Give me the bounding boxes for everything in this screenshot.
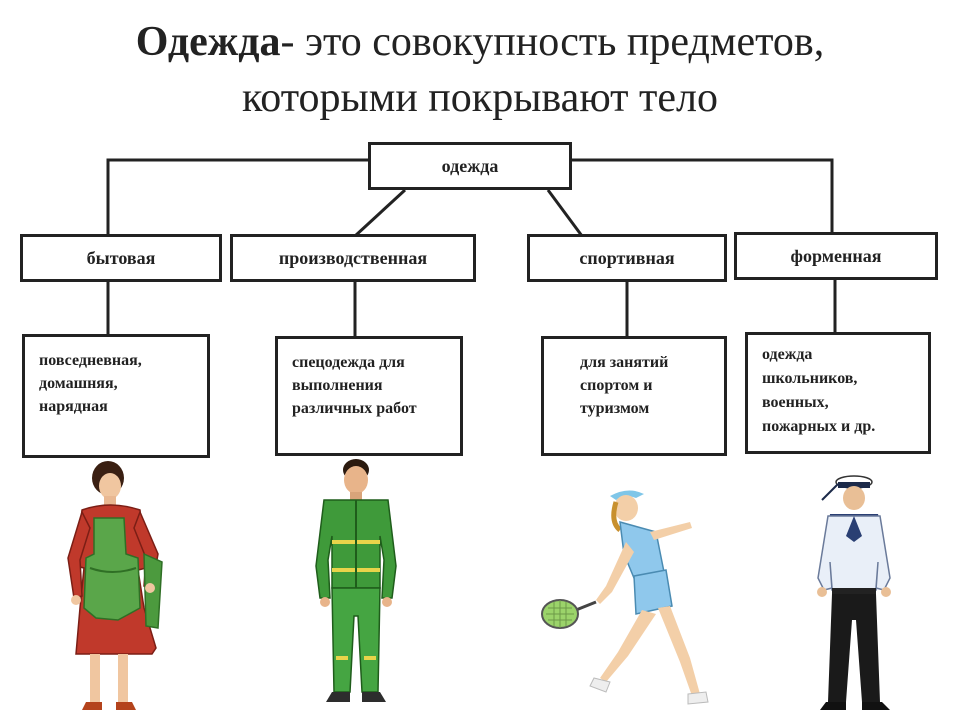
worker-illustration — [315, 459, 397, 702]
description-line: нарядная — [39, 398, 108, 415]
description-line: военных, — [762, 394, 829, 411]
description-proizvodstvennaya: спецодежда для выполнения различных рабо… — [275, 336, 463, 456]
category-formennaya: форменная — [734, 232, 938, 280]
description-line: спецодежда для — [292, 354, 405, 371]
category-label: спортивная — [579, 247, 675, 268]
title-line-1: Одежда- это совокупность предметов, — [0, 14, 960, 70]
description-line: пожарных и др. — [762, 418, 876, 435]
description-sportivnaya: для занятий спортом и туризмом — [541, 336, 727, 456]
description-line: одежда — [762, 346, 813, 363]
category-label: форменная — [790, 245, 882, 266]
description-line: выполнения — [292, 377, 383, 394]
description-line: домашняя, — [39, 375, 118, 392]
description-line: повседневная, — [39, 352, 142, 369]
title-rest: - это совокупность предметов, — [280, 19, 825, 65]
connector-root-sport — [546, 189, 584, 237]
category-label: производственная — [278, 247, 428, 268]
category-sportivnaya: спортивная — [527, 234, 727, 282]
description-line: спортом и — [580, 377, 653, 394]
title-keyword: Одежда — [135, 19, 281, 65]
connector-root-formennaya — [570, 158, 834, 236]
root-label: одежда — [441, 155, 499, 176]
category-bytovaya: бытовая — [20, 234, 222, 282]
description-line: различных работ — [292, 400, 417, 417]
description-line: школьников, — [762, 370, 858, 387]
root-node: одежда — [368, 142, 572, 190]
category-proizvodstvennaya: производственная — [230, 234, 476, 282]
description-line: для занятий — [580, 354, 669, 371]
description-bytovaya: повседневная, домашняя, нарядная — [22, 334, 210, 458]
tennis-player-illustration — [541, 490, 709, 705]
connector-root-bytovaya — [106, 158, 370, 236]
connector-root-proizv — [353, 188, 407, 238]
housewife-illustration — [67, 461, 163, 710]
category-label: бытовая — [86, 247, 156, 268]
sailor-illustration — [817, 475, 891, 710]
slide-title: Одежда- это совокупность предметов, кото… — [0, 14, 960, 126]
title-line-2: которыми покрывают тело — [242, 75, 718, 121]
description-formennaya: одежда школьников, военных, пожарных и д… — [745, 332, 931, 454]
description-line: туризмом — [580, 400, 650, 417]
